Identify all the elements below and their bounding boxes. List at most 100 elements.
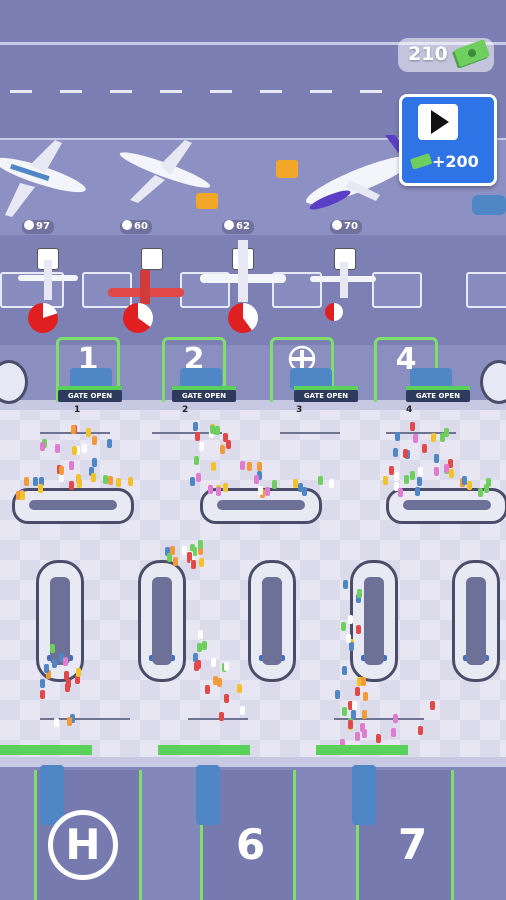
- passenger: [190, 476, 196, 486]
- passenger: [216, 677, 222, 687]
- baggage-belt-5[interactable]: [452, 560, 500, 682]
- no-plane-icon: [141, 248, 163, 270]
- passenger: [106, 439, 112, 449]
- stand-timer-3: 62: [222, 220, 254, 234]
- clock-icon: [332, 220, 342, 230]
- passenger: [198, 630, 204, 640]
- baggage-belt-2[interactable]: [138, 560, 186, 682]
- passenger: [66, 679, 72, 689]
- passenger: [195, 432, 201, 442]
- jet-bridge: [70, 368, 112, 390]
- passenger: [59, 472, 65, 482]
- passenger: [340, 622, 346, 632]
- runway-dash: [260, 90, 282, 93]
- baggage-belt-1[interactable]: [36, 560, 84, 682]
- passenger: [213, 676, 218, 686]
- passenger: [383, 476, 389, 486]
- passenger: [24, 477, 30, 487]
- play-icon: [418, 104, 458, 140]
- passenger: [362, 691, 368, 701]
- passenger: [92, 458, 98, 468]
- security-belt-1[interactable]: [12, 488, 134, 524]
- passenger: [208, 485, 214, 495]
- stand-timer-4: 70: [330, 220, 362, 234]
- cash-icon: [410, 153, 432, 169]
- jet-bridge: [196, 765, 220, 825]
- plane-mid[interactable]: [118, 140, 213, 203]
- passenger: [485, 478, 491, 488]
- passenger: [32, 476, 38, 486]
- runway-dash: [60, 90, 82, 93]
- terminal-wall-bottom: [0, 757, 506, 767]
- passenger: [393, 713, 399, 723]
- passenger: [16, 491, 21, 501]
- passenger: [85, 428, 91, 438]
- pillar: [0, 360, 28, 404]
- passenger: [434, 466, 440, 476]
- parking-stand[interactable]: [466, 272, 506, 308]
- plane-red: [108, 270, 184, 304]
- passenger: [53, 718, 59, 728]
- passenger: [198, 557, 204, 567]
- jet-bridge: [352, 765, 376, 825]
- passenger: [214, 426, 220, 436]
- passenger: [477, 488, 483, 498]
- passenger: [88, 467, 94, 477]
- passenger: [199, 442, 205, 452]
- desk-number: 3: [296, 405, 303, 415]
- passenger: [393, 471, 399, 481]
- plane-left[interactable]: [0, 140, 88, 217]
- passenger: [257, 471, 263, 481]
- passenger: [167, 553, 173, 563]
- passenger: [356, 589, 362, 599]
- passenger: [43, 664, 49, 674]
- passenger: [223, 432, 229, 442]
- watch-ad-button[interactable]: +200: [399, 94, 497, 186]
- passenger: [348, 642, 354, 652]
- passenger: [102, 474, 108, 484]
- passenger: [393, 447, 399, 457]
- passenger: [444, 427, 449, 437]
- passenger: [191, 559, 197, 569]
- runway-dash: [160, 90, 182, 93]
- gate-7-number: 7: [398, 820, 428, 869]
- passenger: [347, 701, 353, 711]
- passenger: [40, 441, 46, 451]
- cart: [196, 193, 218, 209]
- passenger: [447, 458, 453, 468]
- passenger: [352, 700, 358, 710]
- passenger: [182, 545, 188, 555]
- passenger: [417, 466, 423, 476]
- gate-sign-bottom: [158, 745, 250, 755]
- passenger: [239, 706, 245, 716]
- passenger: [254, 474, 260, 484]
- passenger: [193, 421, 199, 431]
- gate-sign-bottom: [316, 745, 408, 755]
- plane-small-1: [18, 260, 78, 300]
- passenger: [341, 707, 347, 717]
- passenger: [355, 731, 361, 741]
- passenger: [223, 662, 229, 672]
- passenger: [172, 556, 178, 566]
- passenger: [348, 719, 354, 729]
- passenger: [195, 659, 201, 669]
- parking-stand[interactable]: [372, 272, 422, 308]
- passenger: [409, 422, 415, 432]
- passenger: [346, 633, 352, 643]
- baggage-belt-4[interactable]: [350, 560, 398, 682]
- passenger: [439, 433, 445, 443]
- passenger: [19, 490, 25, 500]
- passenger: [257, 486, 263, 496]
- baggage-belt-3[interactable]: [248, 560, 296, 682]
- clock-icon: [24, 220, 34, 230]
- desk-number: 1: [74, 405, 81, 415]
- cart: [276, 160, 298, 178]
- passenger: [403, 475, 409, 485]
- jet-bridge: [40, 765, 64, 825]
- passenger: [484, 484, 490, 494]
- passenger: [71, 446, 77, 456]
- passenger: [403, 449, 409, 459]
- passenger: [62, 657, 68, 667]
- security-belt-3[interactable]: [386, 488, 506, 524]
- passenger: [210, 658, 216, 668]
